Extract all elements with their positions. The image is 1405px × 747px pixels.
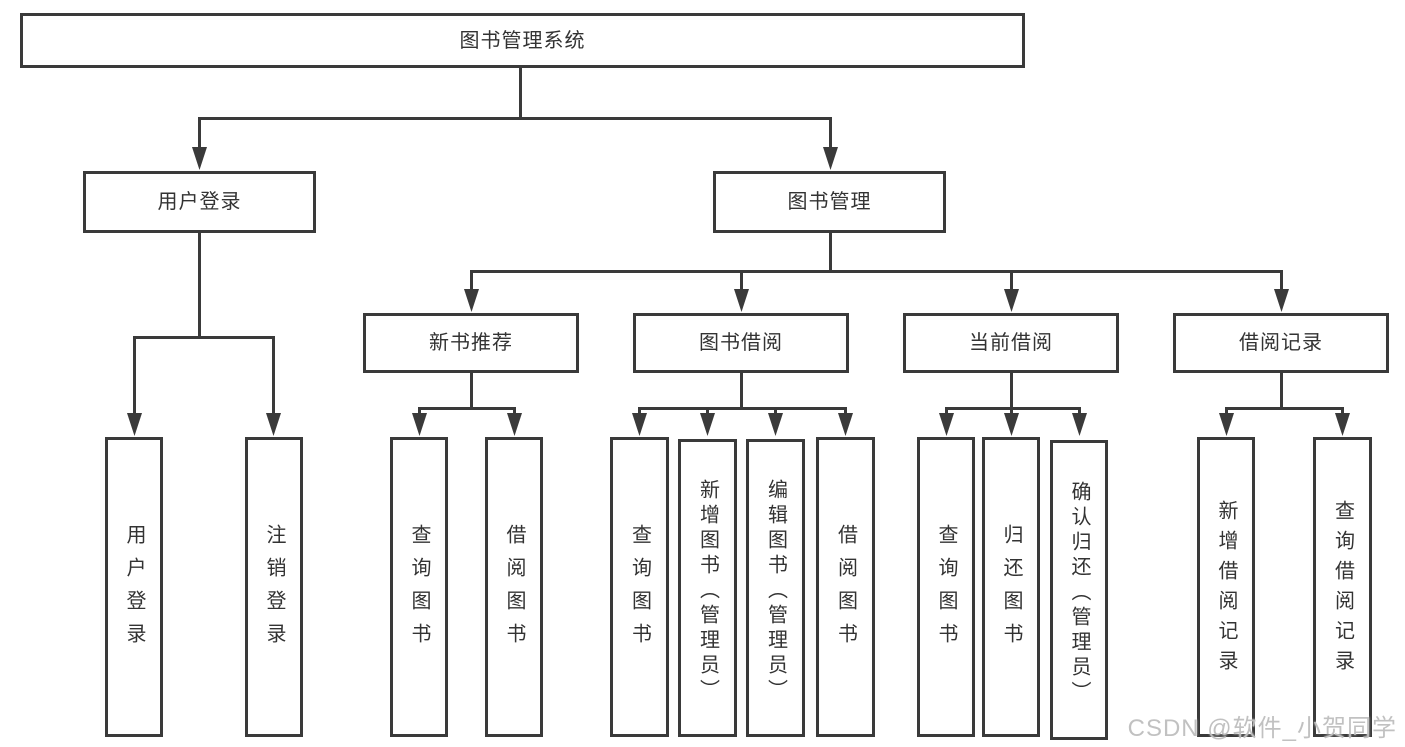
leaf-query-borrow-record: 查询借阅记录 <box>1313 437 1372 737</box>
leaf-query-book-borrow: 查询图书 <box>610 437 669 737</box>
leaf-borrow-book-newrec-label: 借阅图书 <box>503 524 525 656</box>
watermark-text: CSDN @软件_小贺同学 <box>1127 715 1397 742</box>
arrowhead-leaf-queryrecord <box>1335 413 1350 436</box>
arrowhead-leaf-borrowbook-a <box>507 413 522 436</box>
connector-userlogin-to-children <box>133 231 275 416</box>
arrowhead-currentborrow <box>1004 289 1019 312</box>
leaf-edit-book-admin-label: 编辑图书（管理员） <box>764 478 787 704</box>
arrowhead-leaf-querybook-c <box>939 413 954 436</box>
leaf-query-borrow-record-label: 查询借阅记录 <box>1331 500 1354 680</box>
arrowhead-userlogin <box>192 147 207 170</box>
leaf-return-book: 归还图书 <box>982 437 1040 737</box>
node-root: 图书管理系统 <box>20 13 1025 68</box>
leaf-logout: 注销登录 <box>245 437 303 737</box>
leaf-confirm-return-admin-label: 确认归还（管理员） <box>1068 480 1090 706</box>
leaf-add-book-admin-label: 新增图书（管理员） <box>696 478 719 704</box>
connector-bookmgmt-to-level3 <box>470 231 1283 292</box>
leaf-user-login: 用户登录 <box>105 437 163 737</box>
connector-bookborrow-to-children <box>638 372 847 416</box>
arrowhead-leaf-addbook <box>700 413 715 436</box>
leaf-logout-label: 注销登录 <box>263 524 285 656</box>
connector-currentborrow-to-children <box>945 372 1081 416</box>
node-root-label: 图书管理系统 <box>459 29 586 52</box>
arrowhead-leaf-logout <box>266 413 281 436</box>
leaf-query-book-newrec: 查询图书 <box>390 437 448 737</box>
leaf-borrow-book-newrec: 借阅图书 <box>485 437 543 737</box>
arrowhead-bookmgmt <box>823 147 838 170</box>
node-borrow-records-label: 借阅记录 <box>1239 332 1323 354</box>
arrowhead-leaf-addrecord <box>1219 413 1234 436</box>
leaf-query-book-current-label: 查询图书 <box>935 524 957 656</box>
leaf-add-borrow-record: 新增借阅记录 <box>1197 437 1255 737</box>
leaf-add-borrow-record-label: 新增借阅记录 <box>1215 500 1237 680</box>
arrowhead-leaf-querybook-a <box>412 413 427 436</box>
arrowhead-borrowrecord <box>1274 289 1289 312</box>
arrowhead-leaf-userlogin <box>127 413 142 436</box>
node-current-borrow-label: 当前借阅 <box>969 332 1053 354</box>
leaf-confirm-return-admin: 确认归还（管理员） <box>1050 440 1108 740</box>
leaf-borrow-book-borrow: 借阅图书 <box>816 437 875 737</box>
arrowhead-newbookrec <box>464 289 479 312</box>
connector-newbookrec-to-children <box>418 372 516 416</box>
leaf-query-book-current: 查询图书 <box>917 437 975 737</box>
connector-root-to-level2 <box>198 67 832 149</box>
node-book-mgmt-label: 图书管理 <box>787 191 872 213</box>
leaf-query-book-borrow-label: 查询图书 <box>628 524 651 656</box>
node-new-book-recommend: 新书推荐 <box>363 313 579 373</box>
node-borrow-records: 借阅记录 <box>1173 313 1389 373</box>
arrowhead-leaf-querybook-b <box>632 413 647 436</box>
leaf-borrow-book-borrow-label: 借阅图书 <box>834 524 857 656</box>
arrowhead-leaf-confirmreturn <box>1072 413 1087 436</box>
connector-borrowrecord-to-children <box>1225 372 1344 416</box>
node-new-book-recommend-label: 新书推荐 <box>429 332 513 354</box>
leaf-add-book-admin: 新增图书（管理员） <box>678 439 737 737</box>
node-current-borrow: 当前借阅 <box>903 313 1119 373</box>
leaf-return-book-label: 归还图书 <box>1000 524 1022 656</box>
node-book-borrow: 图书借阅 <box>633 313 849 373</box>
arrowhead-bookborrow <box>734 289 749 312</box>
arrowhead-leaf-borrowbook-b <box>838 413 853 436</box>
arrowhead-leaf-editbook <box>768 413 783 436</box>
node-user-login-label: 用户登录 <box>157 191 242 213</box>
node-user-login: 用户登录 <box>83 171 316 233</box>
node-book-borrow-label: 图书借阅 <box>699 332 783 354</box>
leaf-query-book-newrec-label: 查询图书 <box>408 524 430 656</box>
leaf-user-login-label: 用户登录 <box>123 524 145 656</box>
arrowhead-leaf-returnbook <box>1004 413 1019 436</box>
node-book-mgmt: 图书管理 <box>713 171 946 233</box>
leaf-edit-book-admin: 编辑图书（管理员） <box>746 439 805 737</box>
